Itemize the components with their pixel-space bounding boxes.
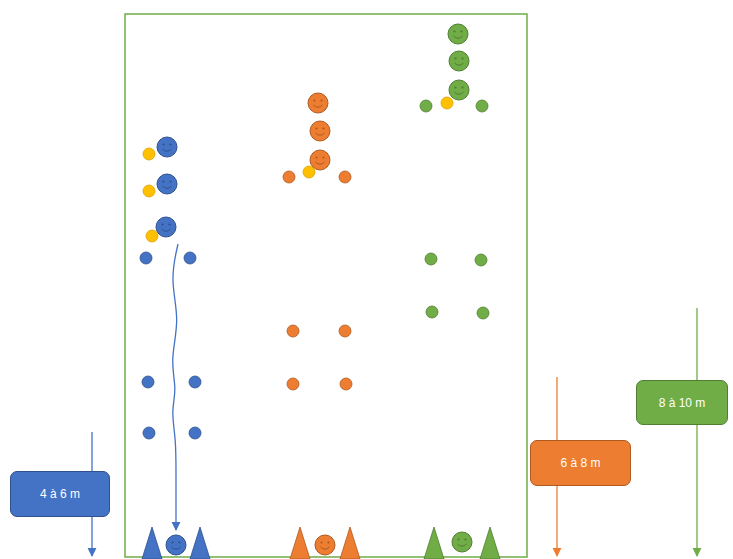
player (157, 137, 177, 157)
ball (143, 185, 155, 197)
marker-cone (477, 307, 489, 319)
player (315, 535, 335, 555)
goal-cone (290, 527, 310, 559)
marker-cone (475, 254, 487, 266)
player (310, 150, 330, 170)
goal-cone (480, 527, 500, 559)
marker-cone (283, 171, 295, 183)
ball (143, 148, 155, 160)
distance-text: 6 à 8 m (560, 456, 600, 470)
player (452, 532, 472, 552)
marker-cone (189, 427, 201, 439)
marker-cone (184, 252, 196, 264)
distance-label: 8 à 10 m (636, 380, 728, 425)
player (166, 535, 186, 555)
goal-cone (190, 527, 210, 559)
goal-cone (340, 527, 360, 559)
ball (303, 166, 315, 178)
marker-cone (143, 427, 155, 439)
ball (146, 230, 158, 242)
marker-cone (476, 100, 488, 112)
dribble-path (173, 244, 178, 530)
goal-cone (424, 527, 444, 559)
player (156, 217, 176, 237)
marker-cone (287, 378, 299, 390)
player (157, 174, 177, 194)
distance-arrow (696, 308, 697, 556)
marker-cone (140, 252, 152, 264)
goal-cone (142, 527, 162, 559)
distance-label: 4 à 6 m (10, 471, 110, 517)
ball (441, 97, 453, 109)
distance-text: 8 à 10 m (659, 396, 706, 410)
marker-cone (339, 171, 351, 183)
player (448, 24, 468, 44)
marker-cone (340, 378, 352, 390)
distance-text: 4 à 6 m (40, 487, 80, 501)
player (449, 51, 469, 71)
field-border (125, 14, 527, 557)
marker-cone (339, 325, 351, 337)
marker-cone (425, 253, 437, 265)
marker-cone (189, 376, 201, 388)
player (310, 121, 330, 141)
marker-cone (420, 100, 432, 112)
player (449, 80, 469, 100)
marker-cone (426, 306, 438, 318)
marker-cone (287, 325, 299, 337)
distance-label: 6 à 8 m (530, 440, 631, 486)
player (308, 93, 328, 113)
marker-cone (142, 376, 154, 388)
